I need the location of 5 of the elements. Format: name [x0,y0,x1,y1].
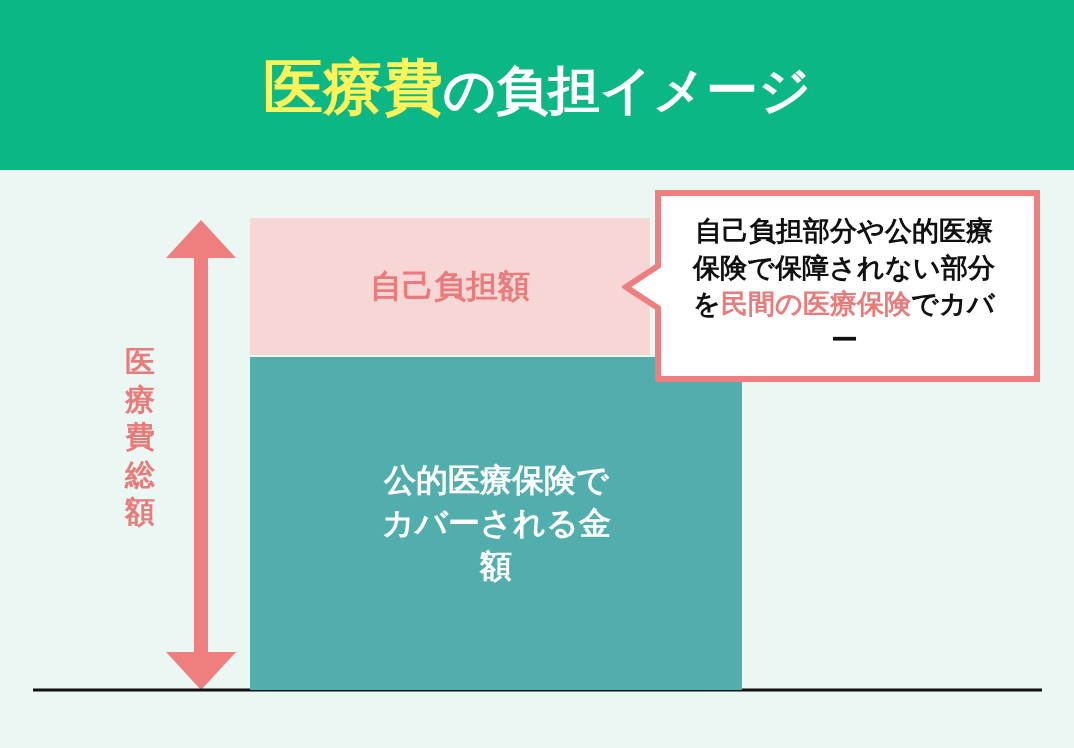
callout-bubble: 自己負担部分や公的医療保険で保障されない部分を民間の医療保険でカバー [622,190,1040,382]
axis-label: 医療費総額 [125,343,155,531]
cost-box: 自己負担額 [250,218,650,355]
title: 医療費の負担イメージ [262,52,812,124]
cost-box: 公的医療保険でカバーされる金額 [250,357,742,690]
